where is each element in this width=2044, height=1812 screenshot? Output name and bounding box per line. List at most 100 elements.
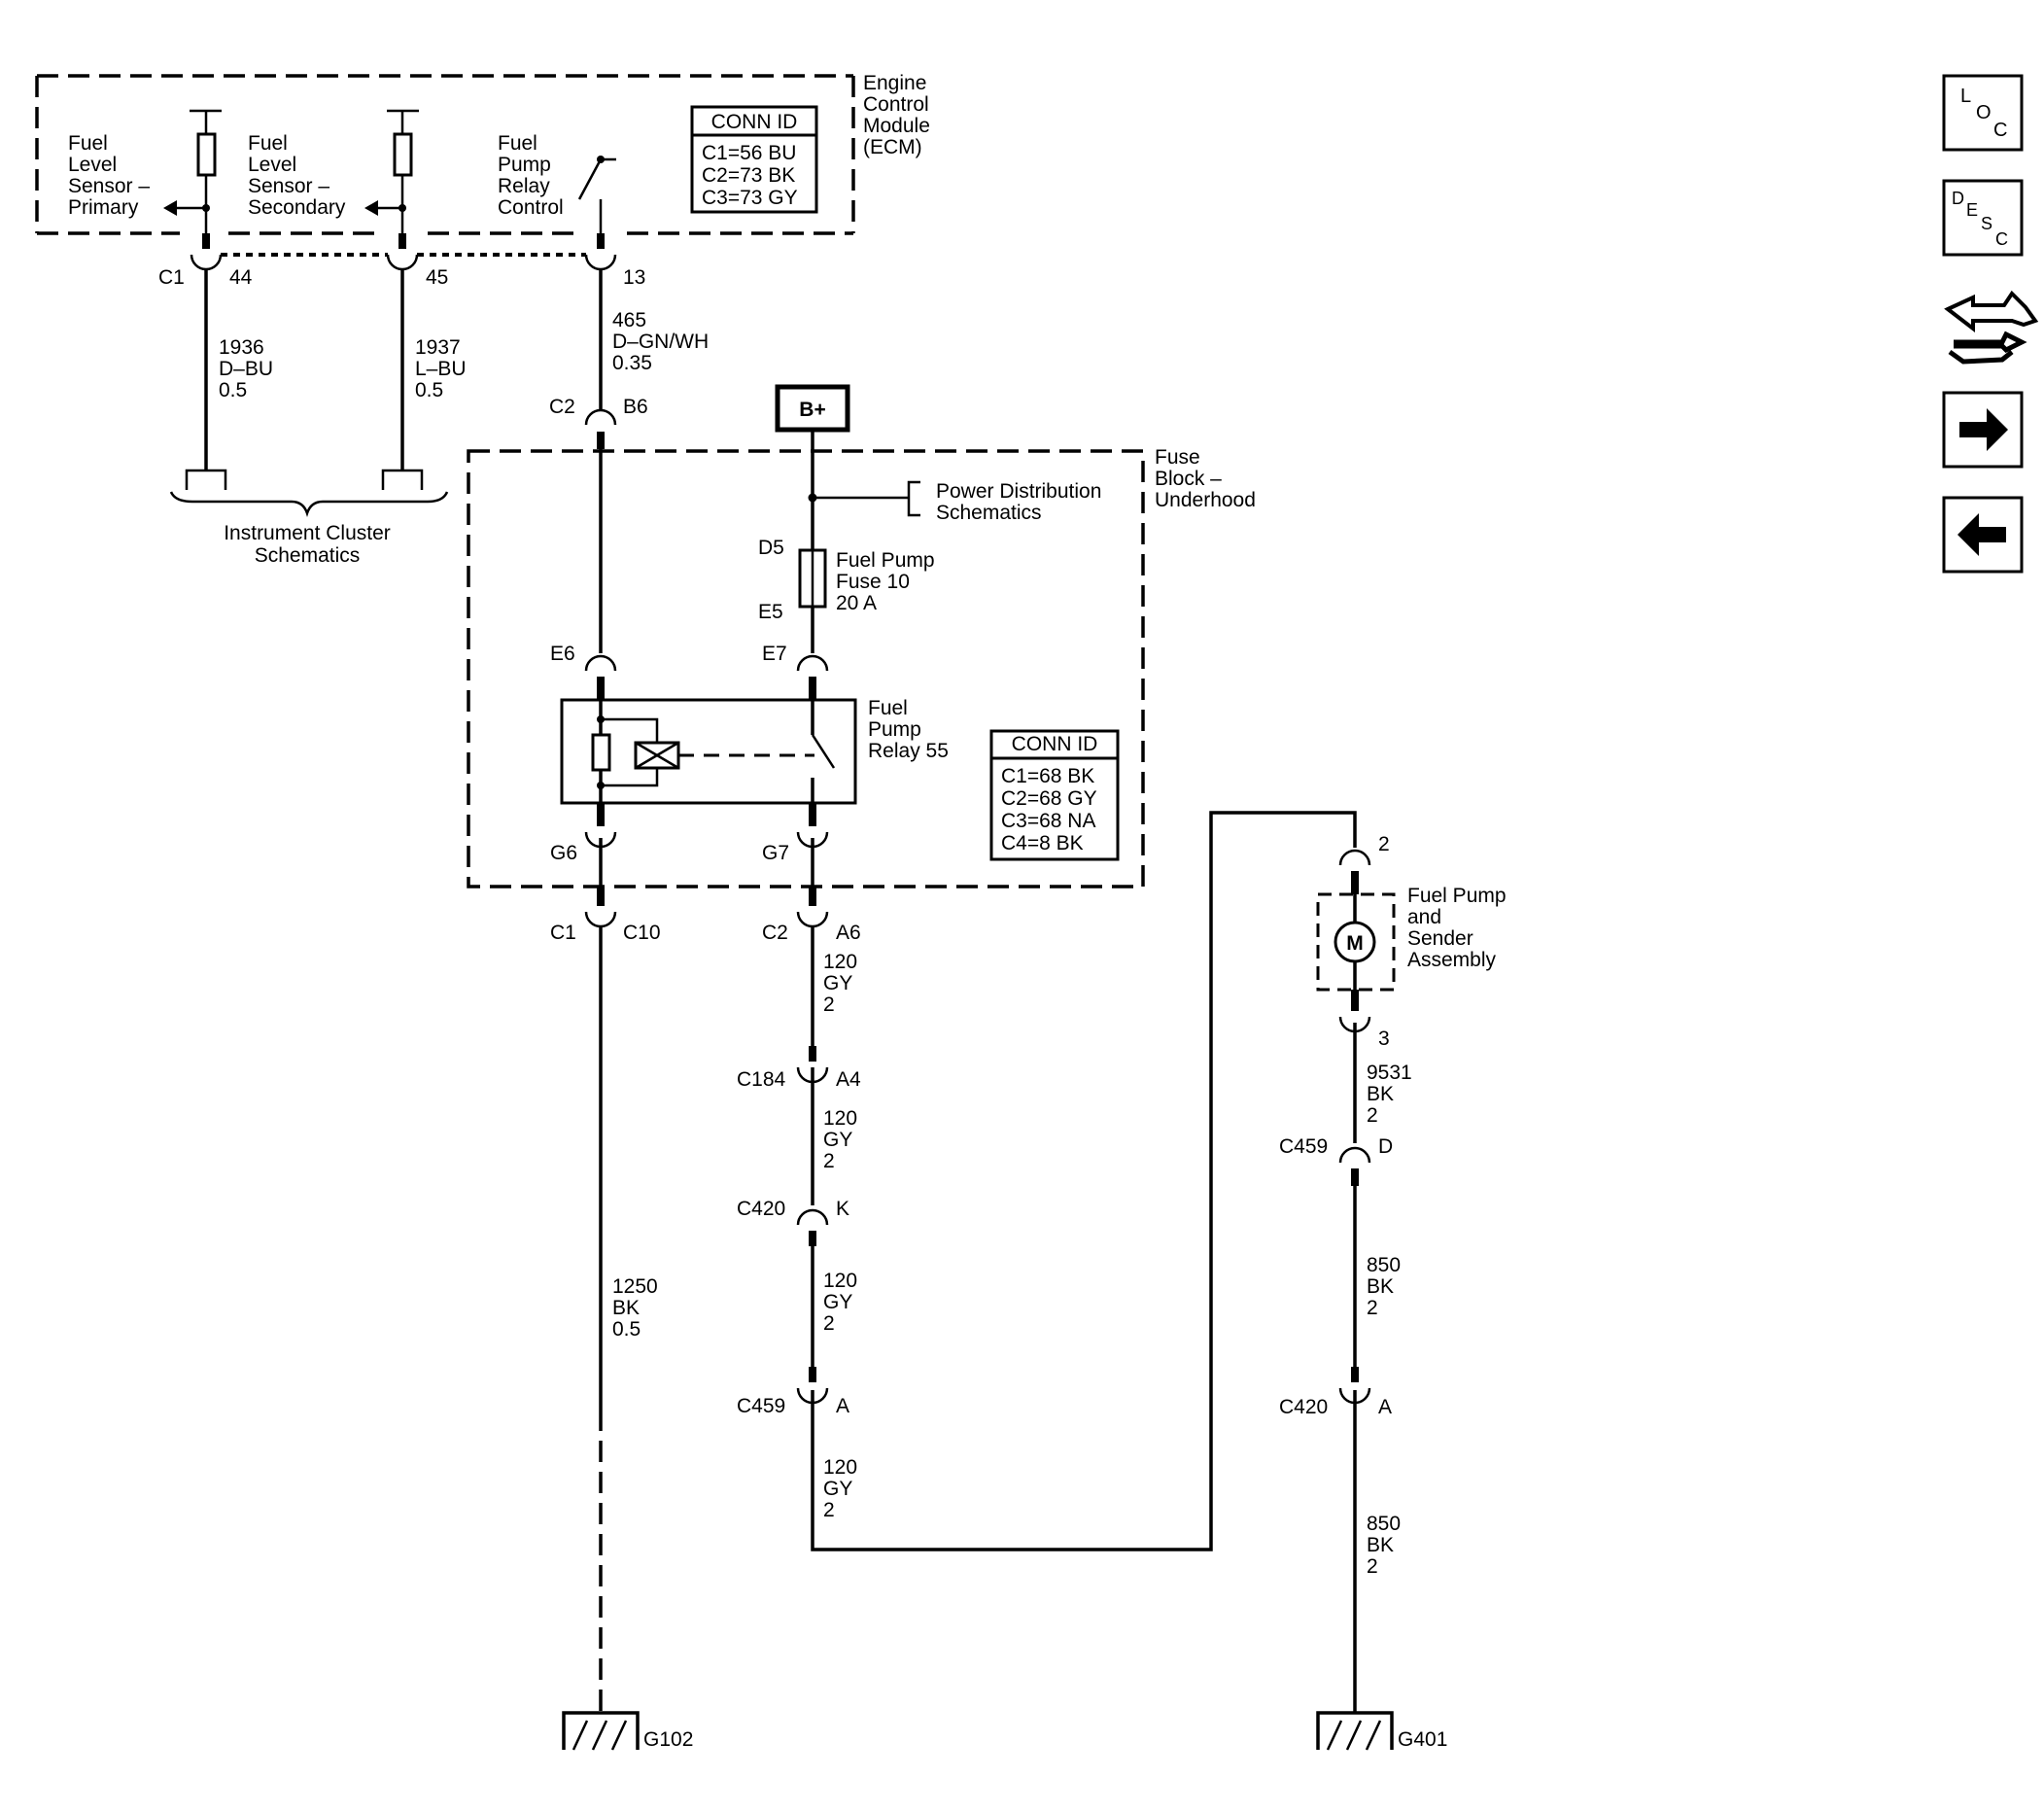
svg-text:1250: 1250 <box>612 1275 658 1298</box>
svg-text:0.5: 0.5 <box>612 1318 641 1341</box>
fuse-pin-e5: E5 <box>758 601 783 623</box>
wire-1250: 1250 BK 0.5 <box>599 925 658 1713</box>
fuse-block-underhood: Fuse Block – Underhood C2 B6 E6 B+ Power… <box>467 384 1256 889</box>
svg-text:D: D <box>1378 1135 1393 1158</box>
fuse-block-title-2: Block – <box>1155 468 1222 490</box>
fuse-label-1: Fuel Pump <box>836 549 935 572</box>
ecm-title-4: (ECM) <box>863 136 922 158</box>
fuse-label-2: Fuse 10 <box>836 571 910 593</box>
svg-text:0.5: 0.5 <box>415 379 443 401</box>
fuse-conn-id-row-2: C2=68 GY <box>1001 787 1097 810</box>
ground-g102: G102 <box>562 1711 693 1751</box>
pump-label-2: and <box>1407 906 1441 928</box>
pump-pin-2: 2 <box>1378 833 1390 855</box>
svg-text:BK: BK <box>612 1297 640 1319</box>
fuse-pin-g7: G7 <box>762 842 789 864</box>
pump-label-3: Sender <box>1407 927 1473 950</box>
primary-label-3: Sensor – <box>68 175 150 197</box>
previous-page-button[interactable] <box>1942 496 2024 574</box>
fuel-level-sensor-secondary-input: Fuel Level Sensor – Secondary <box>248 109 419 233</box>
svg-text:2: 2 <box>823 1499 835 1521</box>
desc-letter-s: S <box>1981 214 1992 233</box>
fuse-pin-d5: D5 <box>758 537 784 559</box>
pump-label-1: Fuel Pump <box>1407 885 1507 907</box>
ecm-module: Engine Control Module (ECM) CONN ID C1=5… <box>35 72 930 289</box>
svg-text:C184: C184 <box>737 1068 786 1091</box>
svg-text:L–BU: L–BU <box>415 358 467 380</box>
fuse-block-title-3: Underhood <box>1155 489 1256 511</box>
desc-letter-c: C <box>1995 229 2008 249</box>
ground-g401: G401 <box>1316 1711 1447 1751</box>
location-button[interactable]: L O C <box>1942 74 2024 152</box>
ecm-conn-id-row-3: C3=73 GY <box>702 187 798 209</box>
fuel-pump-sender-assembly: 2 M 3 Fuel Pump and Sender Assembly <box>1316 833 1507 1050</box>
svg-text:120: 120 <box>823 1107 857 1130</box>
relay-control-label-4: Control <box>498 196 564 219</box>
ecm-conn-id-header: CONN ID <box>711 111 798 133</box>
svg-text:2: 2 <box>823 1312 835 1335</box>
pump-pin-3: 3 <box>1378 1028 1390 1050</box>
svg-text:1937: 1937 <box>415 336 461 359</box>
svg-text:D–BU: D–BU <box>219 358 273 380</box>
secondary-label-3: Sensor – <box>248 175 329 197</box>
svg-text:C420: C420 <box>1279 1396 1328 1418</box>
power-dist-label-1: Power Distribution <box>936 480 1101 503</box>
instrument-cluster-label-2: Schematics <box>255 544 361 567</box>
svg-text:850: 850 <box>1367 1513 1401 1535</box>
fuse-label-3: 20 A <box>836 592 877 614</box>
svg-text:465: 465 <box>612 309 646 331</box>
connector-c1-c10: C1 C10 <box>550 887 661 944</box>
fuse-block-title-1: Fuse <box>1155 446 1200 469</box>
fuse-pin-g6: G6 <box>550 842 577 864</box>
relay-label-1: Fuel <box>868 697 908 719</box>
ecm-conn-id-box: CONN ID C1=56 BU C2=73 BK C3=73 GY <box>690 105 818 214</box>
svg-text:120: 120 <box>823 1456 857 1479</box>
ecm-connector-c1: C1 <box>158 266 185 289</box>
next-page-button[interactable] <box>1942 391 2024 469</box>
arrow-left-icon <box>1957 513 2006 556</box>
relay-control-label-1: Fuel <box>498 132 537 155</box>
svg-text:D–GN/WH: D–GN/WH <box>612 331 709 353</box>
connector-service-icon[interactable] <box>1944 290 2039 365</box>
svg-text:850: 850 <box>1367 1254 1401 1276</box>
svg-text:2: 2 <box>823 1150 835 1172</box>
svg-text:A6: A6 <box>836 922 861 944</box>
svg-text:C10: C10 <box>623 922 661 944</box>
fuse-conn-id-header: CONN ID <box>1012 733 1098 755</box>
ground-g401-label: G401 <box>1398 1728 1447 1751</box>
ecm-conn-id-row-2: C2=73 BK <box>702 164 795 187</box>
svg-text:C2: C2 <box>762 922 788 944</box>
svg-text:2: 2 <box>1367 1104 1378 1127</box>
power-dist-label-2: Schematics <box>936 502 1042 524</box>
ecm-conn-id-row-1: C1=56 BU <box>702 142 796 164</box>
relay-label-3: Relay 55 <box>868 740 949 762</box>
svg-text:A: A <box>1378 1396 1392 1418</box>
svg-text:C459: C459 <box>1279 1135 1328 1158</box>
svg-text:BK: BK <box>1367 1275 1394 1298</box>
motor-symbol: M <box>1346 932 1364 955</box>
relay-control-label-2: Pump <box>498 154 551 176</box>
desc-letter-d: D <box>1952 189 1964 208</box>
fuel-pump-fuse: D5 E5 Fuel Pump Fuse 10 20 A <box>758 537 935 623</box>
description-button[interactable]: D E S C <box>1942 179 2024 257</box>
wire-120-chain: 120 GY 2 C184 A4 120 GY 2 C420 K 120 GY … <box>737 811 1357 1551</box>
svg-text:9531: 9531 <box>1367 1062 1412 1084</box>
ground-g102-label: G102 <box>643 1728 693 1751</box>
fuse-conn-id-row-3: C3=68 NA <box>1001 810 1095 832</box>
primary-label-2: Level <box>68 154 117 176</box>
ecm-title-3: Module <box>863 115 930 137</box>
svg-text:C459: C459 <box>737 1395 785 1417</box>
svg-text:GY: GY <box>823 1478 852 1500</box>
fuse-conn-id-row-1: C1=68 BK <box>1001 765 1094 787</box>
loc-letter-l: L <box>1960 86 1971 107</box>
svg-text:2: 2 <box>1367 1297 1378 1319</box>
wire-9531-850-chain: 9531 BK 2 C459 D 850 BK 2 C420 A 850 BK … <box>1279 1023 1412 1713</box>
relay-control-label-3: Relay <box>498 175 550 197</box>
fuse-pin-c2: C2 <box>549 396 575 418</box>
secondary-label-2: Level <box>248 154 296 176</box>
relay-label-2: Pump <box>868 718 921 741</box>
wire-1937-label: 1937 L–BU 0.5 <box>415 336 467 401</box>
svg-text:GY: GY <box>823 1291 852 1313</box>
primary-label-1: Fuel <box>68 132 108 155</box>
svg-text:C1: C1 <box>550 922 576 944</box>
